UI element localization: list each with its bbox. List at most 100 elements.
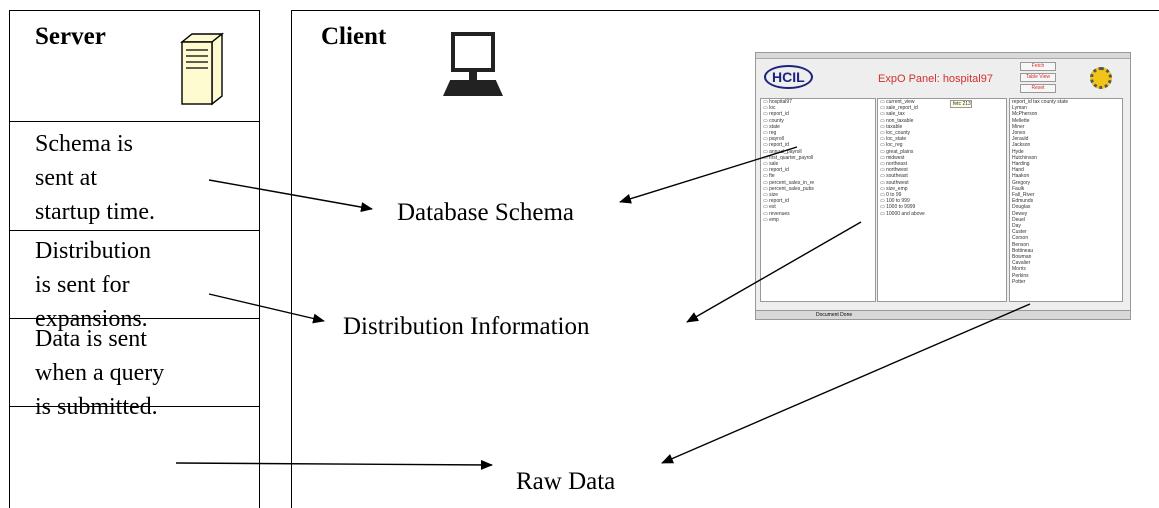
server-divider-2 <box>9 230 260 231</box>
query-tree-node[interactable]: ▭ 1000 to 9999 <box>880 204 916 211</box>
sun-logo-icon <box>1090 67 1112 89</box>
query-tree-node[interactable]: ▭ sale_report_id <box>880 105 918 112</box>
query-tree-node[interactable]: ▭ non_taxable <box>880 117 914 124</box>
schema-tree-node[interactable]: ▭ est <box>763 204 776 211</box>
table-row[interactable]: Perkins <box>1012 272 1029 279</box>
query-tree-node[interactable]: ▭ southeast <box>880 173 908 180</box>
table-row[interactable]: Cavalier <box>1012 260 1031 267</box>
raw-data-label: Raw Data <box>516 468 616 495</box>
schema-tree-node[interactable]: ▭ report_id <box>763 198 789 205</box>
table-row[interactable]: Corson <box>1012 235 1029 242</box>
table-row[interactable]: Harding <box>1012 161 1030 168</box>
table-row[interactable]: Mellette <box>1012 117 1030 124</box>
table-row[interactable]: Day <box>1012 223 1021 230</box>
fetch-button[interactable]: Fetch <box>1020 62 1056 71</box>
schema-tree-node[interactable]: ▭ size <box>763 192 779 199</box>
table-row[interactable]: Bowman <box>1012 254 1032 261</box>
schema-tree-pane[interactable]: ▭ hospital97▭ loc▭ report_id▭ county▭ st… <box>760 98 876 302</box>
query-tree-node[interactable]: ▭ loc_county <box>880 130 911 137</box>
query-tree-node[interactable]: ▭ sale_tax <box>880 111 905 118</box>
status-bar: Document Done <box>756 310 1130 319</box>
query-tree-node[interactable]: ▭ size_emp <box>880 185 908 192</box>
count-label: fetc 213 <box>950 100 972 109</box>
server-divider-1 <box>9 121 260 122</box>
schema-tree-node[interactable]: ▭ hospital97 <box>763 99 792 105</box>
window-titlebar <box>756 53 1130 59</box>
table-header: report_id tax county state <box>1012 99 1069 105</box>
schema-tree-node[interactable]: ▭ report_id <box>763 111 789 118</box>
table-row[interactable]: Jackson <box>1012 142 1031 149</box>
query-tree-node[interactable]: ▭ current_view <box>880 99 915 105</box>
schema-tree-node[interactable]: ▭ reg <box>763 130 777 137</box>
schema-tree-node[interactable]: ▭ loc <box>763 105 776 112</box>
schema-callout-arrow <box>619 146 798 204</box>
table-row[interactable]: Deuel <box>1012 216 1026 223</box>
server-divider-4 <box>9 406 260 407</box>
query-tree-node[interactable]: ▭ northwest <box>880 167 908 174</box>
schema-tree-node[interactable]: ▭ payroll <box>763 136 784 143</box>
schema-tree-node[interactable]: ▭ first_quarter_payroll <box>763 154 814 161</box>
table-row[interactable]: Haakon <box>1012 173 1030 180</box>
client-left-border <box>291 10 292 508</box>
query-tree-list: ▭ current_view▭ sale_report_id▭ sale_tax… <box>878 99 1006 217</box>
query-tree-node[interactable]: ▭ 10000 and above <box>880 210 925 217</box>
table-row[interactable]: Custer <box>1012 229 1027 236</box>
table-row[interactable]: Jones <box>1012 130 1026 137</box>
table-row[interactable]: Hyde <box>1012 148 1024 155</box>
schema-tree-node[interactable]: ▭ percent_sales_pubs <box>763 185 814 192</box>
table-row[interactable]: Benson <box>1012 241 1029 248</box>
distribution-note: Distribution is sent for expansions. <box>35 238 152 332</box>
schema-tree-node[interactable]: ▭ percent_sales_in_re <box>763 179 815 186</box>
schema-tree-node[interactable]: ▭ state <box>763 123 780 130</box>
schema-tree-node[interactable]: ▭ report_id <box>763 167 789 174</box>
schema-tree-node[interactable]: ▭ sale <box>763 161 779 168</box>
table-row[interactable]: Gregory <box>1012 179 1031 186</box>
query-tree-node[interactable]: ▭ 0 to 99 <box>880 192 902 199</box>
schema-tree-node[interactable]: ▭ fte <box>763 173 775 180</box>
table-view-button[interactable]: Table View <box>1020 73 1056 82</box>
client-heading: Client <box>321 23 387 50</box>
schema-tree-node[interactable]: ▭ emp <box>763 216 779 223</box>
schema-note: Schema is sent at startup time. <box>35 131 155 225</box>
query-tree-node[interactable]: ▭ taxable <box>880 123 903 130</box>
server-heading: Server <box>35 23 106 50</box>
table-row[interactable]: Bottineau <box>1012 247 1034 254</box>
table-row[interactable]: Morris <box>1012 266 1026 273</box>
server-divider-3 <box>9 318 260 319</box>
table-row[interactable]: Douglas <box>1012 204 1031 211</box>
table-row[interactable]: McPherson <box>1012 111 1038 118</box>
schema-arrow <box>208 179 373 212</box>
query-tree-node[interactable]: ▭ southwest <box>880 179 909 186</box>
query-tree-node[interactable]: ▭ loc_reg <box>880 142 903 149</box>
table-row[interactable]: Fall_River <box>1012 192 1035 199</box>
expo-panel-screenshot: HCIL ExpO Panel: hospital97 Fetch Table … <box>755 52 1131 320</box>
schema-tree-node[interactable]: ▭ county <box>763 117 784 124</box>
table-row[interactable]: Miner <box>1012 123 1025 130</box>
server-right-border <box>259 10 260 508</box>
laptop-hinge <box>469 72 477 80</box>
table-row[interactable]: Potter <box>1012 278 1026 285</box>
client-top-border <box>291 10 1159 11</box>
schema-tree-node[interactable]: ▭ report_id <box>763 142 789 149</box>
distribution-arrow <box>208 293 325 324</box>
schema-tree-node[interactable]: ▭ revenues <box>763 210 790 217</box>
table-row[interactable]: Lyman <box>1012 105 1027 112</box>
query-tree-pane[interactable]: fetc 213 ▭ current_view▭ sale_report_id▭… <box>877 98 1007 302</box>
table-row[interactable]: Hand <box>1012 167 1024 174</box>
table-row[interactable]: Hutchinson <box>1012 154 1038 161</box>
table-row[interactable]: Jerauld <box>1012 136 1029 143</box>
table-row[interactable]: Dewey <box>1012 210 1028 217</box>
table-row[interactable]: Faulk <box>1012 185 1025 192</box>
query-tree-node[interactable]: ▭ great_plains <box>880 148 914 155</box>
schema-tree-list: ▭ hospital97▭ loc▭ report_id▭ county▭ st… <box>761 99 875 223</box>
reset-button[interactable]: Reset <box>1020 84 1056 93</box>
query-tree-node[interactable]: ▭ midwest <box>880 154 905 161</box>
data-note: Data is sent when a query is submitted. <box>35 326 165 420</box>
query-tree-node[interactable]: ▭ northeast <box>880 161 907 168</box>
query-tree-node[interactable]: ▭ 100 to 999 <box>880 198 910 205</box>
table-row[interactable]: Edmunds <box>1012 198 1034 205</box>
server-left-border <box>9 10 10 508</box>
query-tree-node[interactable]: ▭ loc_state <box>880 136 907 143</box>
